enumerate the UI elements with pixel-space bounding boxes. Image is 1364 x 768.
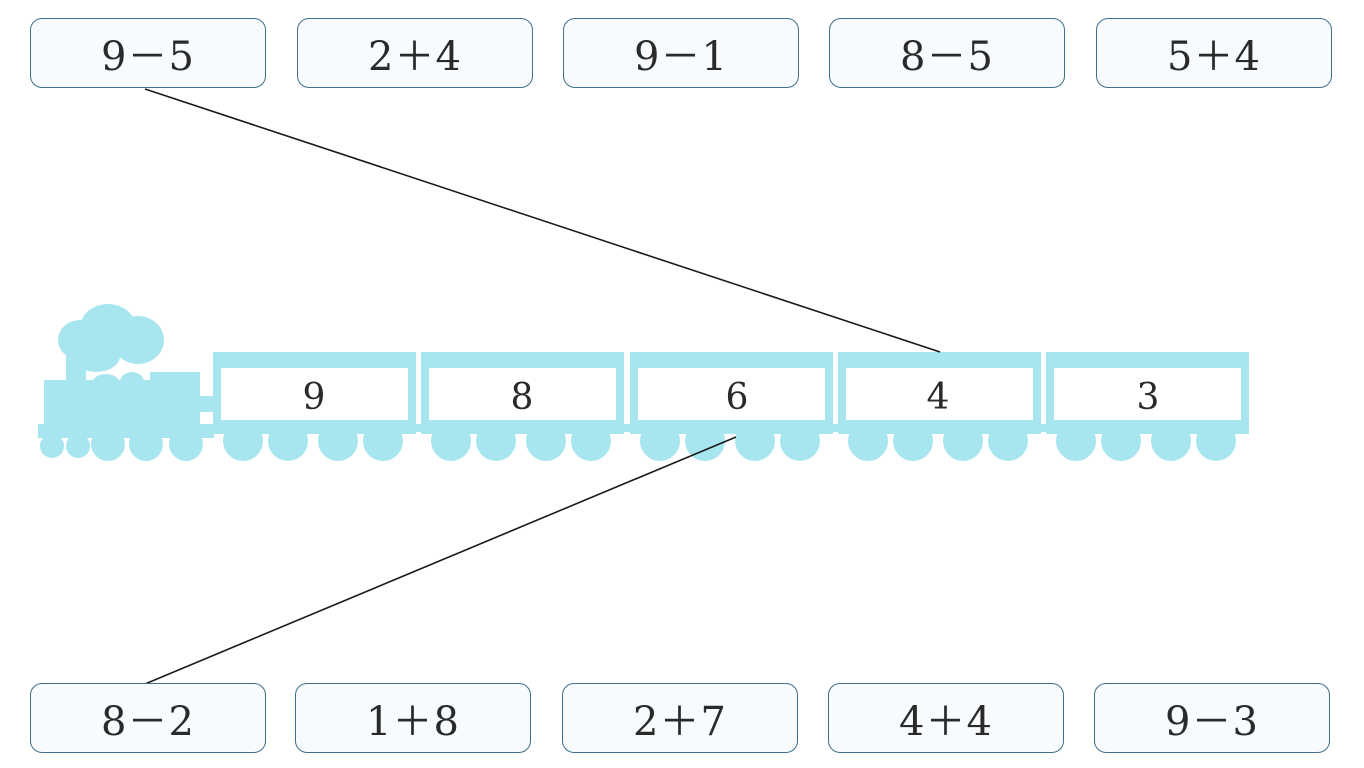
train-car-1[interactable]: 9 [213, 352, 416, 461]
top-expression-card-2[interactable]: 2＋4 [297, 18, 533, 88]
car-4-number: 4 [927, 377, 950, 418]
top-expression-card-5[interactable]: 5＋4 [1096, 18, 1332, 88]
bottom-expression-card-3[interactable]: 2＋7 [562, 683, 798, 753]
bottom-expression-card-5[interactable]: 9－3 [1094, 683, 1330, 753]
locomotive-icon [38, 304, 214, 461]
bottom-expression-card-2[interactable]: 1＋8 [295, 683, 531, 753]
train-car-5[interactable]: 3 [1046, 352, 1249, 461]
top-expression-card-4[interactable]: 8－5 [829, 18, 1065, 88]
bottom-expression-card-4[interactable]: 4＋4 [828, 683, 1064, 753]
car-5-number: 3 [1137, 377, 1160, 418]
bottom-expression-card-1[interactable]: 8－2 [30, 683, 266, 753]
top-expression-card-1[interactable]: 9－5 [30, 18, 266, 88]
car-2-number: 8 [511, 377, 534, 418]
connection-line-bottom [144, 436, 737, 685]
train-car-4[interactable]: 4 [838, 352, 1041, 461]
car-3-number: 6 [726, 377, 749, 418]
car-1-number: 9 [303, 377, 326, 418]
top-expression-card-3[interactable]: 9－1 [563, 18, 799, 88]
train-car-3[interactable]: 6 [630, 352, 833, 461]
train-car-2[interactable]: 8 [421, 352, 624, 461]
connection-line-top [144, 88, 941, 353]
